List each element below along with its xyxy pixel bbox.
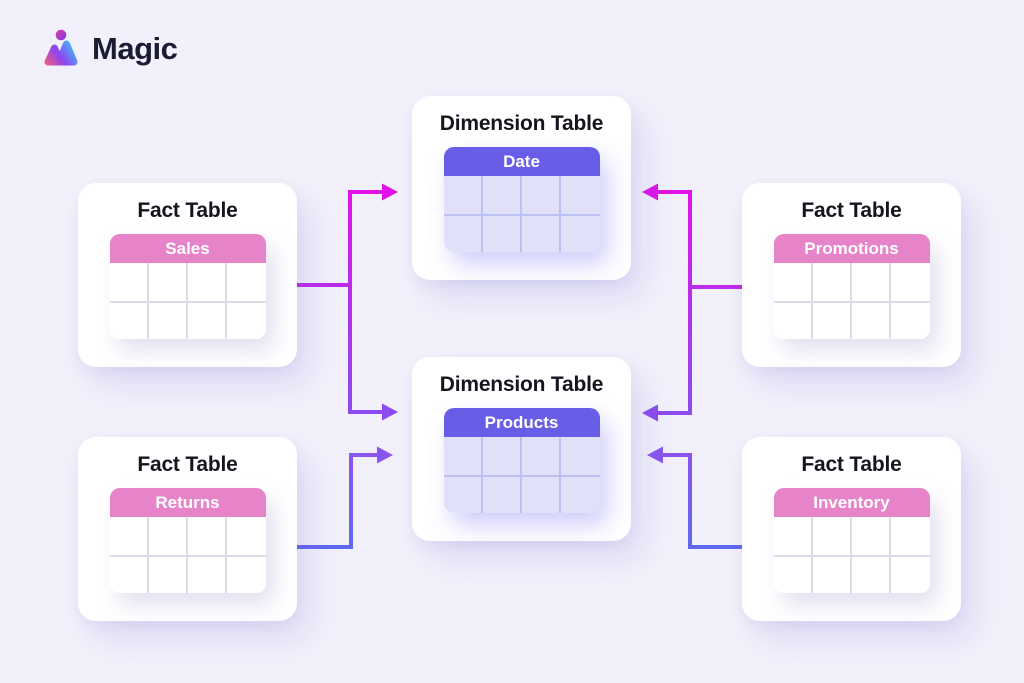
table-header-promotions: Promotions <box>773 234 930 263</box>
date-table: Date <box>443 147 600 252</box>
table-cell <box>443 214 483 252</box>
table-cell <box>483 176 522 214</box>
table-cell <box>148 301 188 339</box>
table-cell <box>774 263 813 301</box>
sales-table: Sales <box>109 234 266 339</box>
card-title: Fact Table <box>801 199 902 222</box>
table-header-sales: Sales <box>109 234 266 263</box>
arrow-inventory-to-products <box>662 453 746 549</box>
table-cell <box>773 301 813 339</box>
table-cell <box>110 517 149 555</box>
table-cell <box>813 263 852 301</box>
card-title: Fact Table <box>137 453 238 476</box>
table-cell <box>851 555 891 593</box>
table-cell <box>521 214 561 252</box>
table-header-date: Date <box>443 147 600 176</box>
table-cell <box>891 517 930 555</box>
table-cell <box>561 437 600 475</box>
table-grid <box>773 263 930 339</box>
arrow-promotions-to-date <box>657 190 746 289</box>
table-cell <box>522 176 561 214</box>
table-cell <box>851 301 891 339</box>
table-grid <box>109 517 266 593</box>
table-cell <box>187 301 227 339</box>
table-cell <box>560 475 600 513</box>
table-cell <box>109 555 149 593</box>
table-cell <box>226 301 266 339</box>
table-cell <box>522 437 561 475</box>
promotions-table: Promotions <box>773 234 930 339</box>
card-title: Dimension Table <box>439 373 604 396</box>
table-cell <box>443 475 483 513</box>
card-title: Dimension Table <box>439 112 604 135</box>
table-header-inventory: Inventory <box>773 488 930 517</box>
returns-table: Returns <box>109 488 266 593</box>
brand-name: Magic <box>92 31 178 66</box>
card-title: Fact Table <box>801 453 902 476</box>
table-cell <box>812 555 852 593</box>
products-table: Products <box>443 408 600 513</box>
table-cell <box>149 517 188 555</box>
arrow-promotions-to-products <box>657 287 692 415</box>
table-cell <box>188 263 227 301</box>
table-cell <box>444 437 483 475</box>
table-cell <box>227 263 266 301</box>
table-cell <box>483 437 522 475</box>
table-cell <box>187 555 227 593</box>
table-grid <box>773 517 930 593</box>
table-cell <box>891 263 930 301</box>
table-cell <box>813 517 852 555</box>
card-fact-returns: Fact Table Returns <box>78 437 297 621</box>
table-cell <box>226 555 266 593</box>
table-cell <box>188 517 227 555</box>
card-fact-inventory: Fact Table Inventory <box>742 437 961 621</box>
table-cell <box>774 517 813 555</box>
card-fact-promotions: Fact Table Promotions <box>742 183 961 367</box>
table-cell <box>109 301 149 339</box>
card-dimension-date: Dimension Table Date <box>412 96 631 280</box>
table-header-products: Products <box>443 408 600 437</box>
table-cell <box>110 263 149 301</box>
table-cell <box>227 517 266 555</box>
brand-header: Magic <box>38 26 178 72</box>
table-cell <box>812 301 852 339</box>
table-cell <box>560 214 600 252</box>
table-grid <box>443 176 600 252</box>
table-cell <box>852 517 891 555</box>
arrow-sales-to-products <box>348 285 383 414</box>
magic-logo-icon <box>44 29 78 66</box>
table-cell <box>852 263 891 301</box>
table-cell <box>521 475 561 513</box>
table-cell <box>773 555 813 593</box>
table-header-returns: Returns <box>109 488 266 517</box>
table-cell <box>561 176 600 214</box>
arrow-returns-to-products <box>295 453 378 549</box>
card-dimension-products: Dimension Table Products <box>412 357 631 541</box>
card-fact-sales: Fact Table Sales <box>78 183 297 367</box>
table-cell <box>890 301 930 339</box>
table-cell <box>148 555 188 593</box>
table-cell <box>482 214 522 252</box>
table-grid <box>109 263 266 339</box>
table-cell <box>444 176 483 214</box>
arrow-sales-to-date <box>295 190 383 287</box>
table-cell <box>890 555 930 593</box>
table-grid <box>443 437 600 513</box>
inventory-table: Inventory <box>773 488 930 593</box>
table-cell <box>482 475 522 513</box>
card-title: Fact Table <box>137 199 238 222</box>
table-cell <box>149 263 188 301</box>
